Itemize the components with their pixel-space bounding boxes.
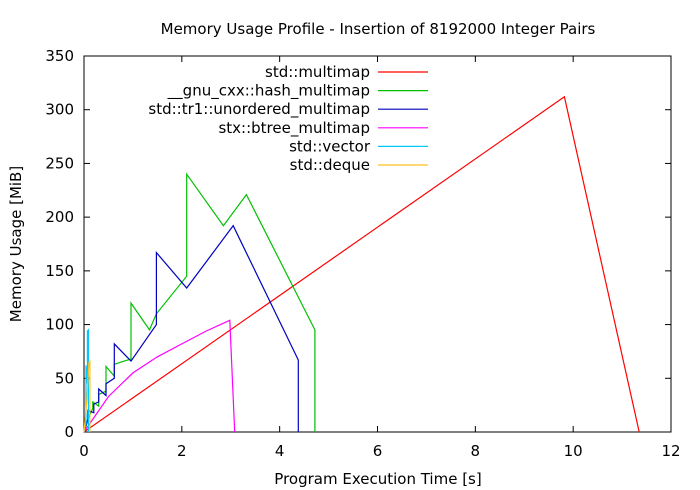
x-tick-label: 6 bbox=[373, 442, 383, 460]
series-line bbox=[83, 224, 299, 433]
x-tick-label: 12 bbox=[661, 442, 680, 460]
legend: std::multimap__gnu_cxx::hash_multimapstd… bbox=[148, 63, 428, 174]
x-tick-label: 4 bbox=[275, 442, 285, 460]
series-line bbox=[83, 95, 640, 433]
x-tick-label: 8 bbox=[471, 442, 481, 460]
y-tick-label: 0 bbox=[64, 423, 74, 441]
x-axis-label: Program Execution Time [s] bbox=[274, 470, 481, 488]
plot-area: 0 2 4 6 8 10 12 0 50 100 150 200 250 300 350 bbox=[45, 47, 680, 460]
y-tick-label: 150 bbox=[45, 262, 74, 280]
y-tick-label: 350 bbox=[45, 47, 74, 65]
y-tick-label: 300 bbox=[45, 101, 74, 119]
x-tick-label: 10 bbox=[564, 442, 583, 460]
y-tick-label: 250 bbox=[45, 154, 74, 172]
y-tick-label: 200 bbox=[45, 208, 74, 226]
y-axis-label: Memory Usage [MiB] bbox=[7, 166, 25, 322]
legend-label: __gnu_cxx::hash_multimap bbox=[167, 82, 370, 101]
series-line bbox=[83, 172, 316, 433]
legend-label: std::multimap bbox=[265, 63, 370, 81]
legend-label: std::vector bbox=[289, 137, 371, 155]
series-line bbox=[83, 359, 91, 433]
x-tick-label: 0 bbox=[79, 442, 89, 460]
series-line bbox=[83, 319, 236, 433]
chart-title: Memory Usage Profile - Insertion of 8192… bbox=[161, 20, 596, 38]
series-layer bbox=[83, 95, 640, 433]
legend-label: stx::btree_multimap bbox=[218, 119, 370, 138]
legend-label: std::deque bbox=[290, 156, 370, 174]
y-tick-label: 50 bbox=[55, 369, 74, 387]
x-tick-label: 2 bbox=[177, 442, 187, 460]
y-tick-label: 100 bbox=[45, 316, 74, 334]
legend-label: std::tr1::unordered_multimap bbox=[148, 100, 370, 119]
